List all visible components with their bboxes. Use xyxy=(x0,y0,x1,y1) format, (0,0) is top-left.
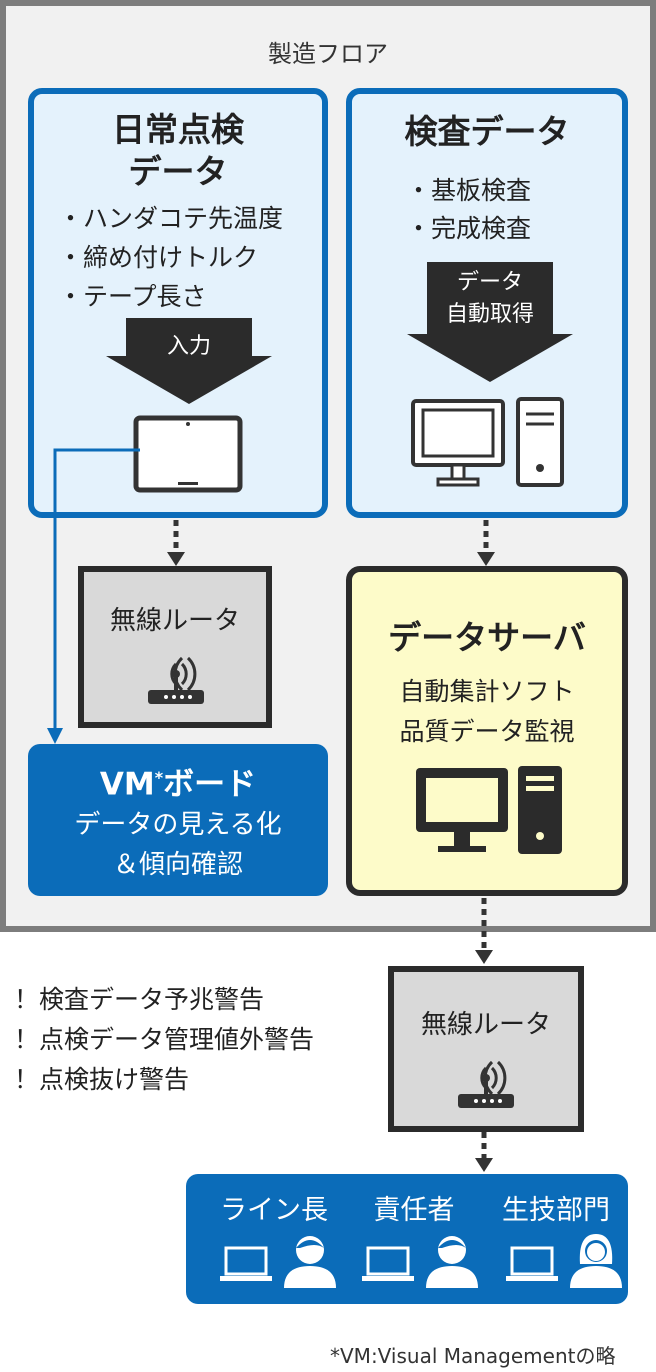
wireless-router-icon xyxy=(458,1060,514,1108)
laptop-user-icon-1 xyxy=(220,1236,336,1288)
laptop-female-user-icon xyxy=(506,1234,622,1288)
daily-inspection-box: 日常点検 データ ・ハンダコテ先温度 ・締め付けトルク ・テープ長さ 入力 xyxy=(28,88,328,518)
data-server-title: データサーバ xyxy=(388,618,586,657)
department-line-manager: ライン長 xyxy=(220,1195,328,1226)
daily-item-torque: ・締め付けトルク xyxy=(58,243,259,272)
floor-router-box: 無線ルータ xyxy=(78,566,272,728)
departments-box: ライン長 責任者 生技部門 xyxy=(186,1174,628,1304)
data-server-line-1: 自動集計ソフト xyxy=(399,677,575,706)
desktop-computer-icon xyxy=(411,397,564,487)
input-arrow-label: 入力 xyxy=(166,334,211,359)
vm-board-title-asterisk: * xyxy=(154,768,164,787)
office-router-label: 無線ルータ xyxy=(420,1010,551,1040)
vm-board-title: VM*ボード xyxy=(28,758,328,804)
warning-predictive: ！検査データ予兆警告 xyxy=(14,985,265,1014)
dotted-arrow-3 xyxy=(475,898,493,964)
inspection-item-final: ・完成検査 xyxy=(406,214,532,243)
inspection-data-title: 検査データ xyxy=(404,112,570,151)
department-supervisor: 責任者 xyxy=(373,1195,455,1226)
vm-board-title-board: ボード xyxy=(163,766,257,803)
inspection-data-box: 検査データ ・基板検査 ・完成検査 データ 自動取得 xyxy=(346,88,628,518)
data-server-box: データサーバ 自動集計ソフト 品質データ監視 xyxy=(346,566,628,896)
department-production-engineering: 生技部門 xyxy=(502,1195,610,1226)
footnote: *VM:Visual Managementの略 xyxy=(330,1344,616,1368)
vm-board-title-vm: VM xyxy=(99,766,155,803)
vm-board: VM*ボード データの見える化 ＆傾向確認 xyxy=(28,744,328,896)
tablet-to-vm-line xyxy=(47,448,140,744)
input-arrow-icon xyxy=(106,318,272,404)
daily-item-tape: ・テープ長さ xyxy=(58,282,207,311)
vm-board-line-1: データの見える化 xyxy=(74,810,282,840)
dotted-arrow-2 xyxy=(477,520,495,566)
daily-item-solder: ・ハンダコテ先温度 xyxy=(58,204,284,233)
floor-label: 製造フロア xyxy=(268,40,388,68)
inspection-item-board: ・基板検査 xyxy=(406,176,532,205)
floor-router-label: 無線ルータ xyxy=(109,606,240,636)
auto-acquire-label-1: データ xyxy=(456,270,523,295)
server-computer-icon xyxy=(416,766,562,854)
dotted-arrow-4 xyxy=(475,1132,493,1172)
laptop-user-icon-2 xyxy=(362,1236,478,1288)
tablet-icon xyxy=(133,415,243,493)
warning-out-of-range: ！点検データ管理値外警告 xyxy=(14,1025,315,1054)
dotted-arrow-1 xyxy=(167,520,185,566)
vm-board-line-2: ＆傾向確認 xyxy=(112,850,243,880)
auto-acquire-label-2: 自動取得 xyxy=(445,302,534,327)
warning-missed-check: ！点検抜け警告 xyxy=(14,1065,190,1094)
daily-inspection-title-1: 日常点検 xyxy=(112,110,244,149)
data-server-line-2: 品質データ監視 xyxy=(399,717,575,746)
wireless-router-icon xyxy=(148,656,204,704)
daily-inspection-title-2: データ xyxy=(128,152,228,191)
auto-acquire-arrow-icon xyxy=(407,262,573,382)
office-router-box: 無線ルータ xyxy=(388,966,584,1132)
